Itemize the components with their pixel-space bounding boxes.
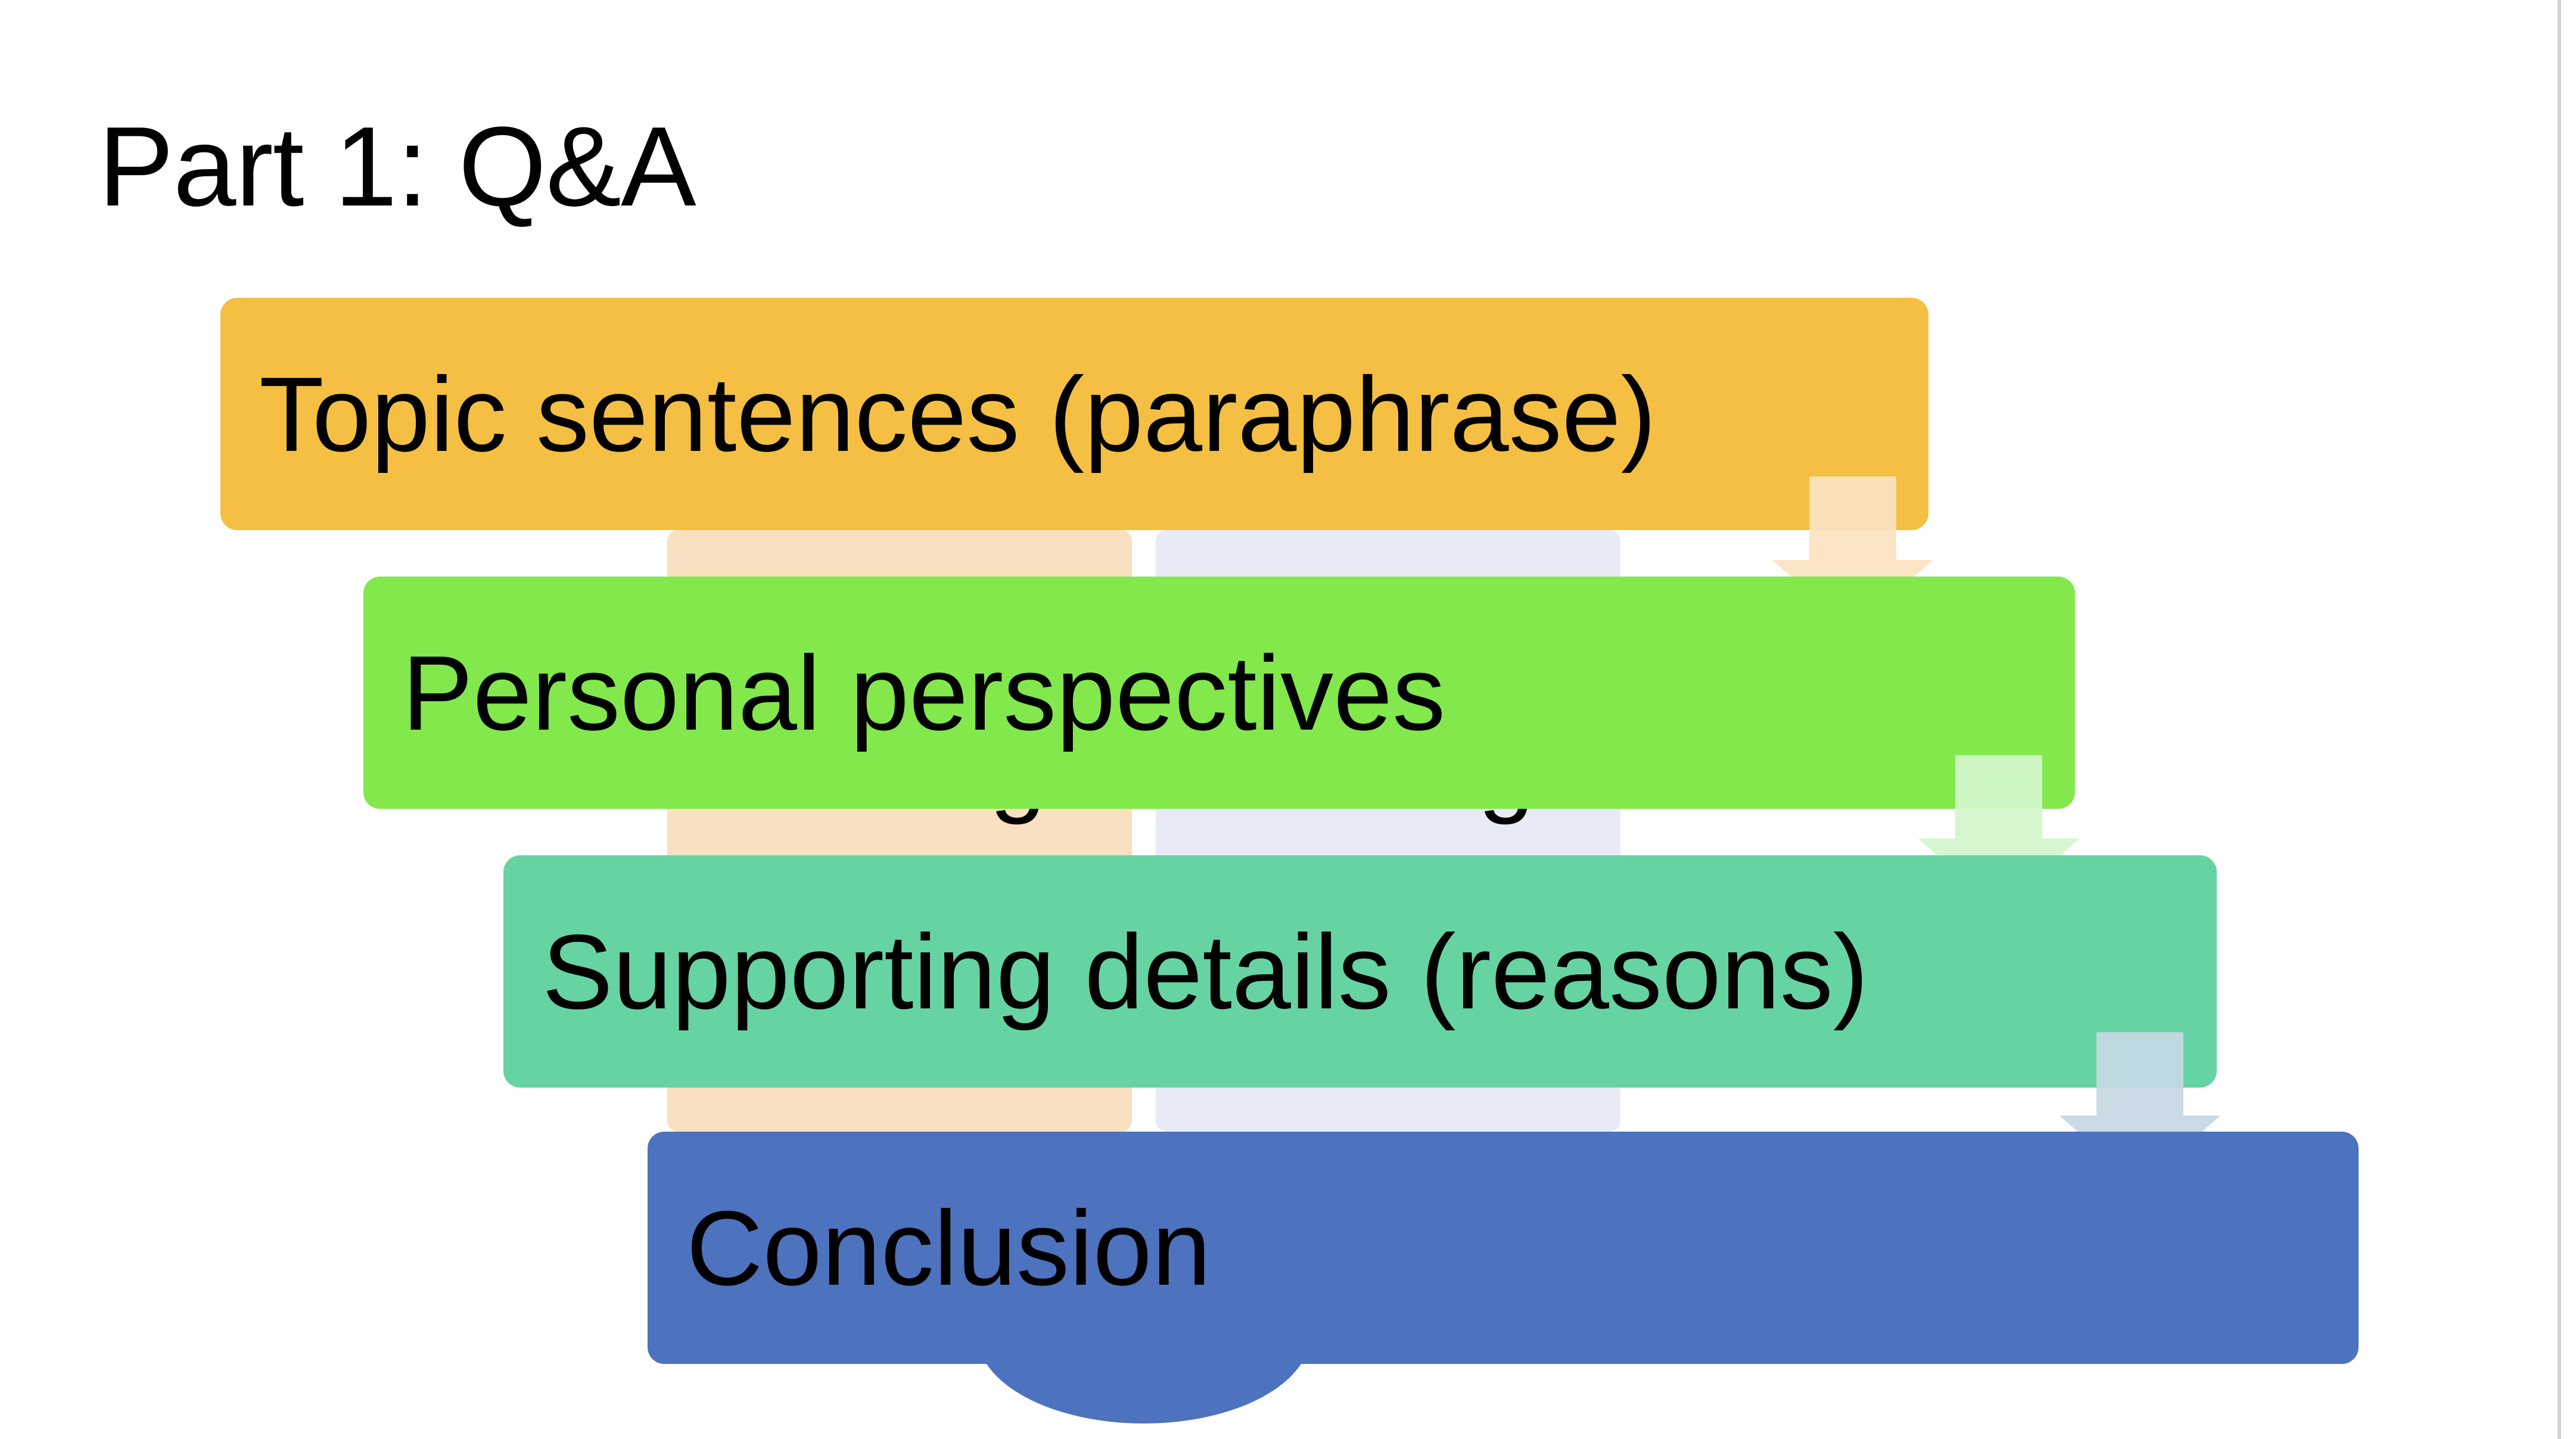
step-label: Topic sentences (paraphrase)	[259, 354, 1656, 474]
step-label: Supporting details (reasons)	[542, 912, 1869, 1031]
step-label: Personal perspectives	[402, 633, 1446, 752]
slide-edge-divider	[2558, 0, 2561, 1439]
step-label: Conclusion	[686, 1188, 1211, 1307]
step-supporting-details: Supporting details (reasons)	[503, 855, 2217, 1088]
step-personal-perspectives: Personal perspectives	[363, 577, 2075, 809]
slide-title: Part 1: Q&A	[98, 104, 696, 230]
step-conclusion: Conclusion	[648, 1132, 2359, 1364]
step-topic-sentences: Topic sentences (paraphrase)	[220, 298, 1928, 530]
